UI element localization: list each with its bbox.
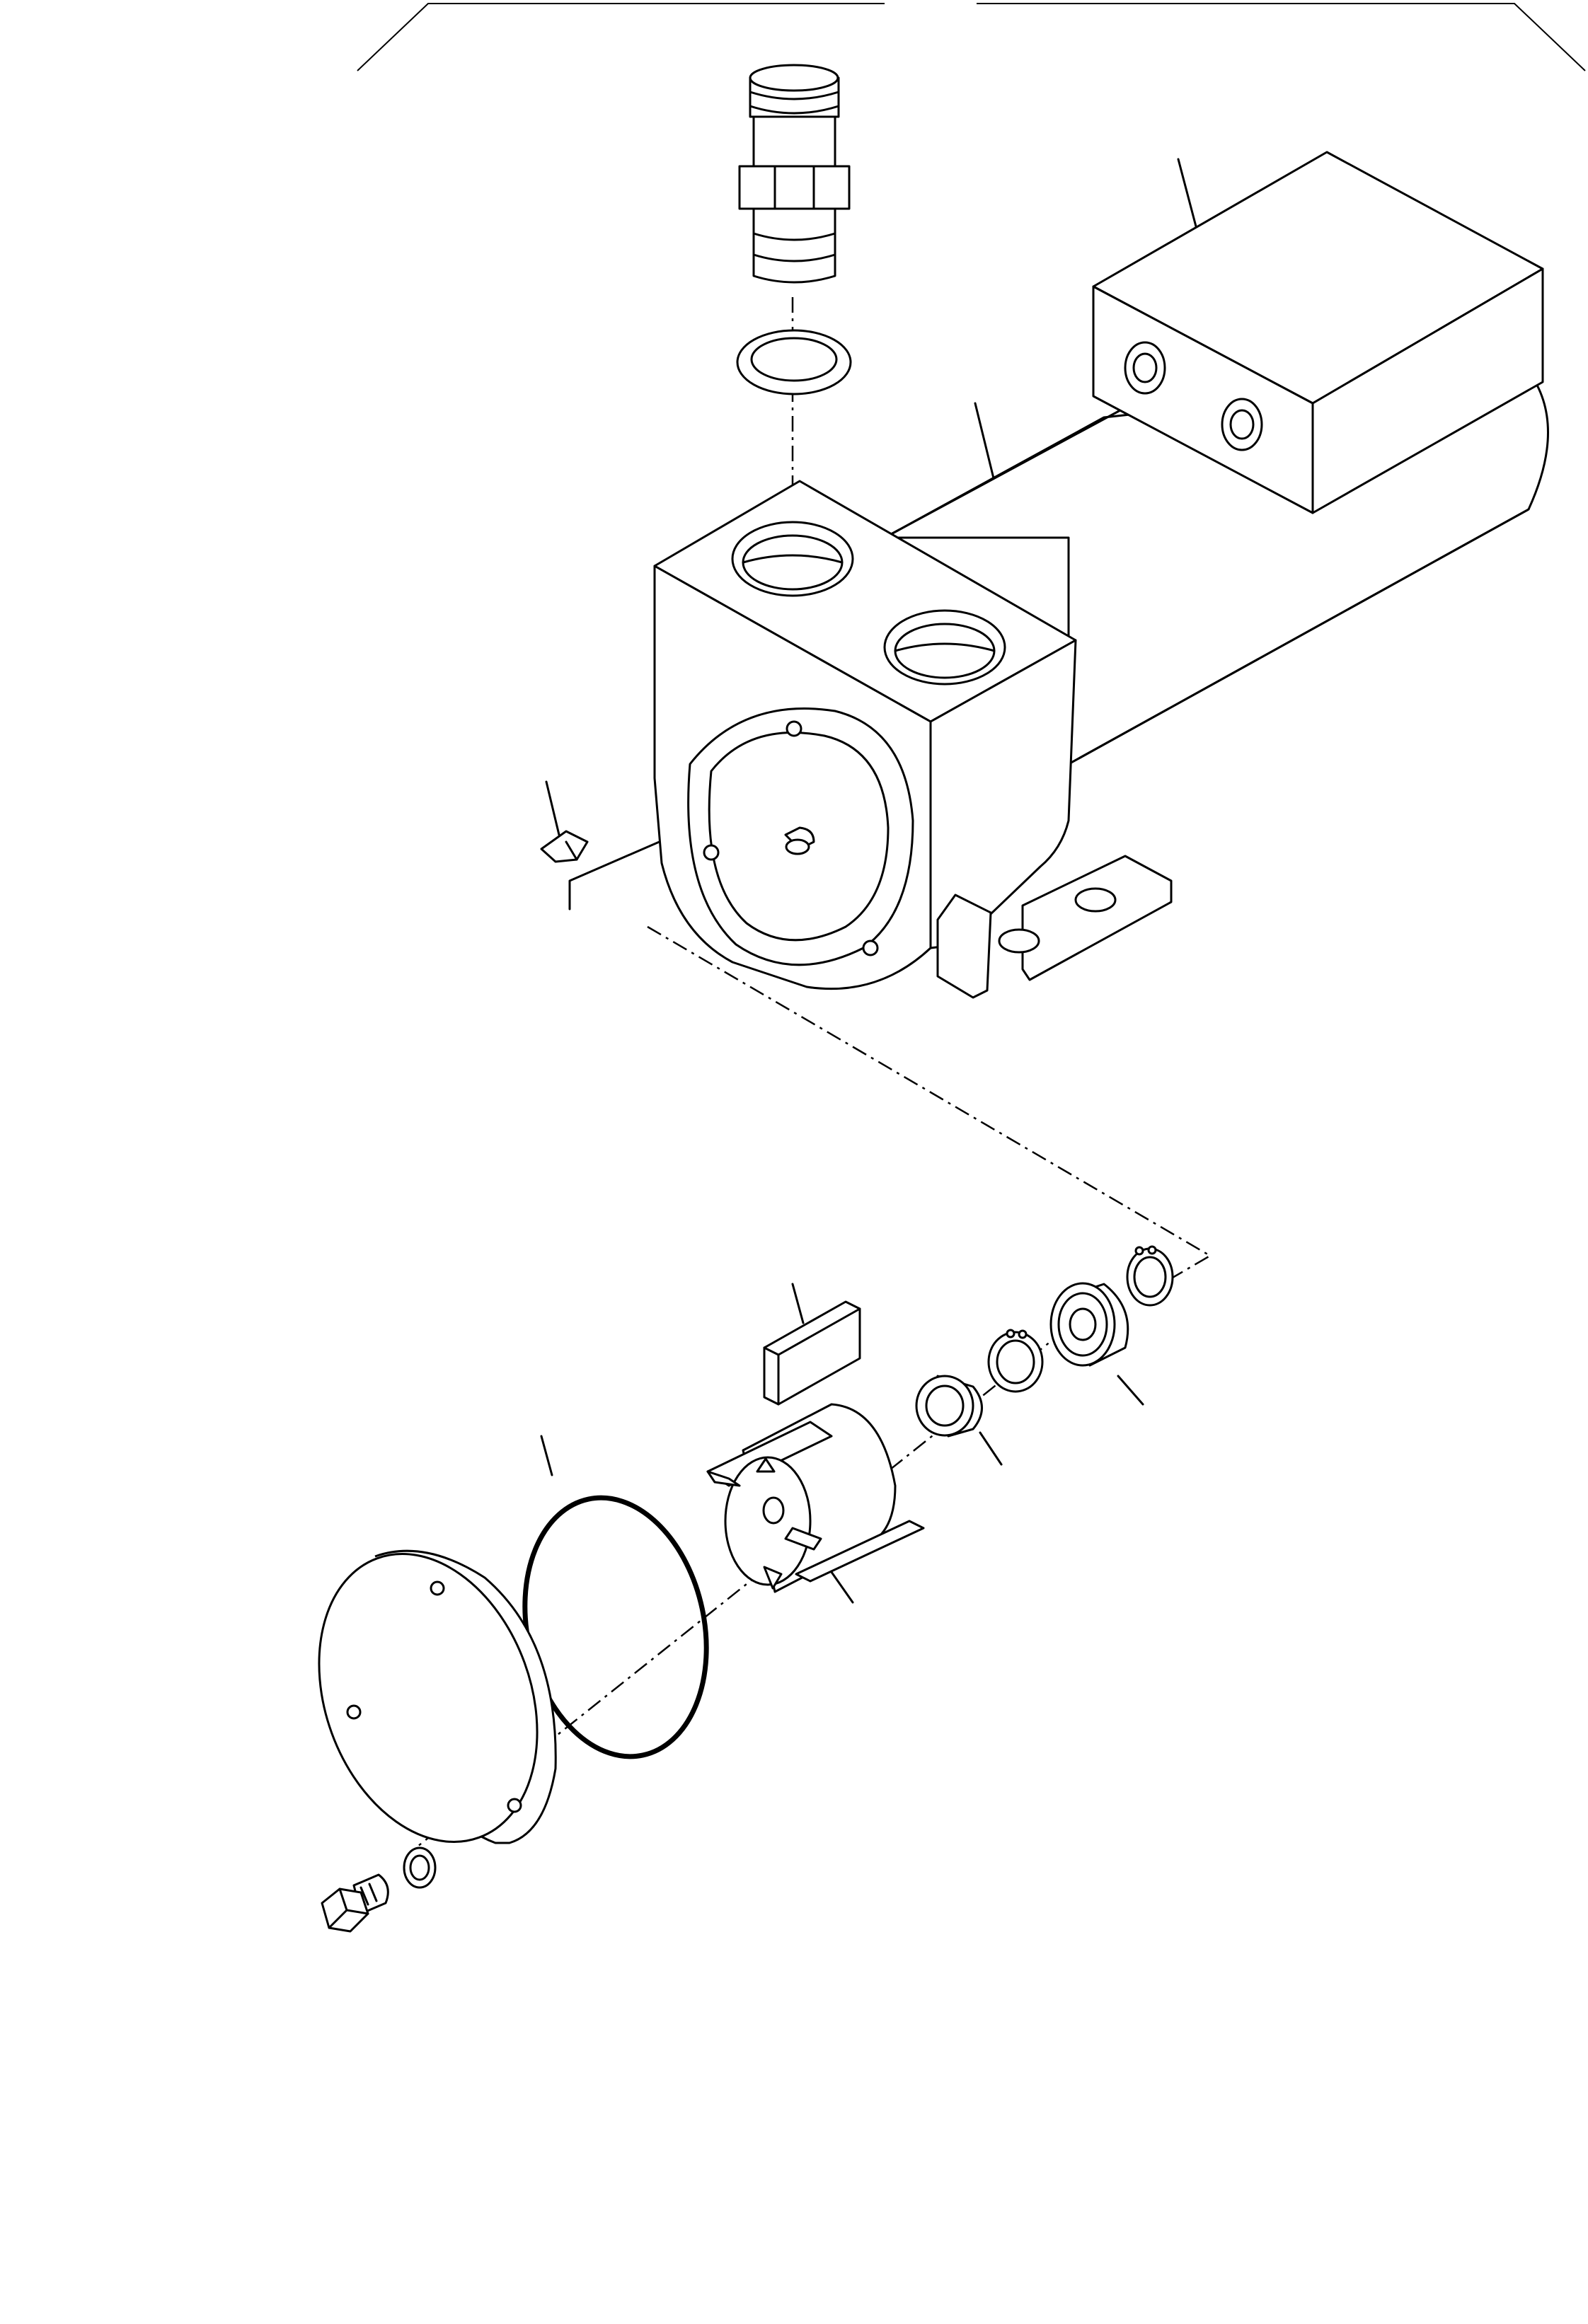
bearing-small-icon	[915, 1375, 983, 1438]
bolt-icon	[321, 1873, 389, 1933]
snap-ring-icon	[1126, 1245, 1174, 1307]
bearing-large-icon	[1049, 1282, 1129, 1367]
page-frame	[357, 3, 1586, 71]
motor-housing-icon	[653, 480, 1173, 999]
sealing-washer-icon	[736, 329, 852, 395]
leader-lines	[540, 158, 1197, 1604]
washer-icon	[403, 1846, 437, 1889]
rotor-icon	[706, 1403, 925, 1593]
hose-fitting-icon	[738, 64, 851, 284]
circlip-icon	[987, 1329, 1044, 1393]
shaft-key-icon	[540, 830, 589, 863]
terminal-box-icon	[1092, 151, 1544, 514]
vane-icon	[763, 1300, 861, 1406]
cover-plate-icon	[318, 1549, 557, 1844]
